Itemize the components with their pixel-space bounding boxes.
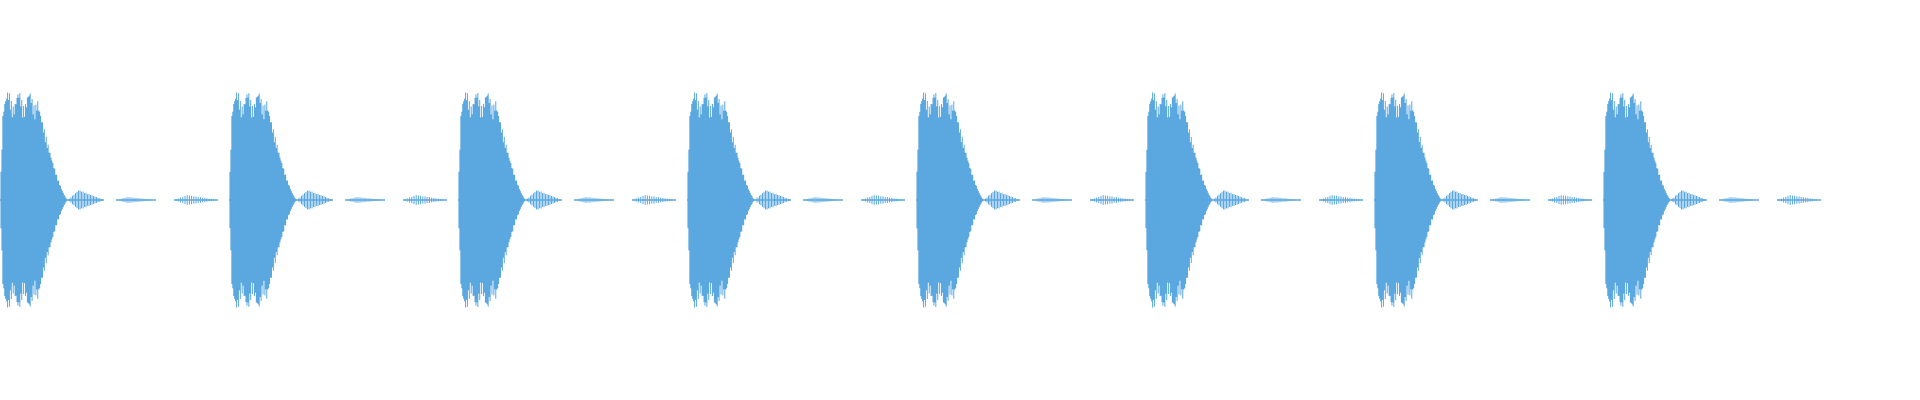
waveform-burst (1374, 92, 1442, 308)
waveform-echo (861, 195, 905, 205)
waveform-echo (1213, 190, 1249, 210)
waveform-echo (1319, 195, 1363, 205)
waveform-echo (68, 190, 104, 210)
waveform-burst (1145, 92, 1213, 308)
waveform-echo (1671, 190, 1707, 210)
waveform-echo (1442, 190, 1478, 210)
waveform-echo (1261, 197, 1301, 203)
waveform-echo (574, 197, 614, 203)
waveform-echo (984, 190, 1020, 210)
waveform-burst (229, 92, 297, 308)
waveform-echo (1777, 195, 1821, 205)
waveform-echo (116, 197, 156, 203)
waveform-burst (687, 92, 755, 308)
waveform-echo (297, 190, 333, 210)
waveform-echo (1548, 195, 1592, 205)
waveform-echo (1490, 197, 1530, 203)
waveform-echo (345, 197, 385, 203)
waveform-echo (1719, 197, 1759, 203)
waveform-echo (755, 190, 791, 210)
waveform-echo (526, 190, 562, 210)
waveform-echo (632, 195, 676, 205)
waveform-strokes (0, 92, 1821, 308)
waveform-echo (174, 195, 218, 205)
waveform-burst (916, 92, 984, 308)
waveform-burst (0, 92, 68, 308)
waveform-burst (1603, 92, 1671, 308)
waveform-echo (403, 195, 447, 205)
waveform-echo (1090, 195, 1134, 205)
waveform-echo (1032, 197, 1072, 203)
waveform-echo (803, 197, 843, 203)
waveform-burst (458, 92, 526, 308)
